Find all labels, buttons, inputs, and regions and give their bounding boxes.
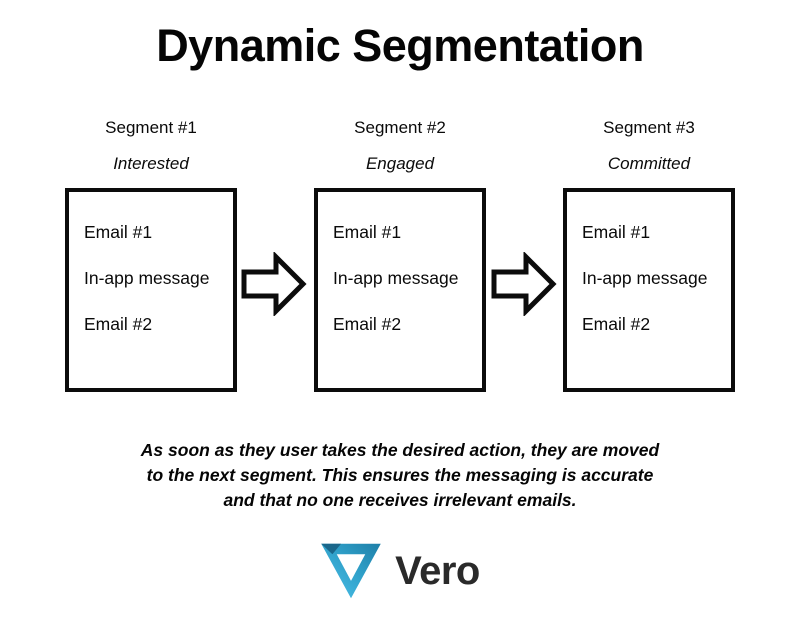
vero-wordmark: Vero <box>395 548 480 593</box>
segment-label: Segment #1 <box>105 118 197 137</box>
segment-column-3: Segment #3 Committed Email #1 In-app mes… <box>563 118 735 392</box>
page-title: Dynamic Segmentation <box>156 20 644 71</box>
segment-subtitle: Engaged <box>365 154 435 173</box>
segment-box: Email #1 In-app message Email #2 <box>65 188 237 392</box>
segment-box: Email #1 In-app message Email #2 <box>314 188 486 392</box>
segment-item: Email #2 <box>333 314 402 334</box>
caption-line: and that no one receives irrelevant emai… <box>223 490 577 510</box>
segment-item: In-app message <box>582 268 708 288</box>
segment-label: Segment #3 <box>603 118 695 137</box>
segment-item: Email #2 <box>582 314 651 334</box>
segment-item: Email #1 <box>333 222 402 242</box>
segment-subtitle: Interested <box>113 154 189 173</box>
vero-triangle-icon <box>321 543 381 599</box>
segment-box: Email #1 In-app message Email #2 <box>563 188 735 392</box>
segment-label: Segment #2 <box>354 118 446 137</box>
caption-line: As soon as they user takes the desired a… <box>140 440 660 460</box>
caption: As soon as they user takes the desired a… <box>0 438 800 513</box>
caption-line: to the next segment. This ensures the me… <box>146 465 654 485</box>
vero-logo: Vero <box>0 542 800 600</box>
arrow-right-icon <box>241 252 307 316</box>
segment-item: In-app message <box>333 268 459 288</box>
segment-item: Email #2 <box>84 314 153 334</box>
arrow-right-icon <box>491 252 557 316</box>
segment-item: Email #1 <box>84 222 153 242</box>
segment-column-2: Segment #2 Engaged Email #1 In-app messa… <box>314 118 486 392</box>
segment-column-1: Segment #1 Interested Email #1 In-app me… <box>65 118 237 392</box>
segment-item: In-app message <box>84 268 210 288</box>
segment-item: Email #1 <box>582 222 651 242</box>
segment-subtitle: Committed <box>607 154 691 173</box>
